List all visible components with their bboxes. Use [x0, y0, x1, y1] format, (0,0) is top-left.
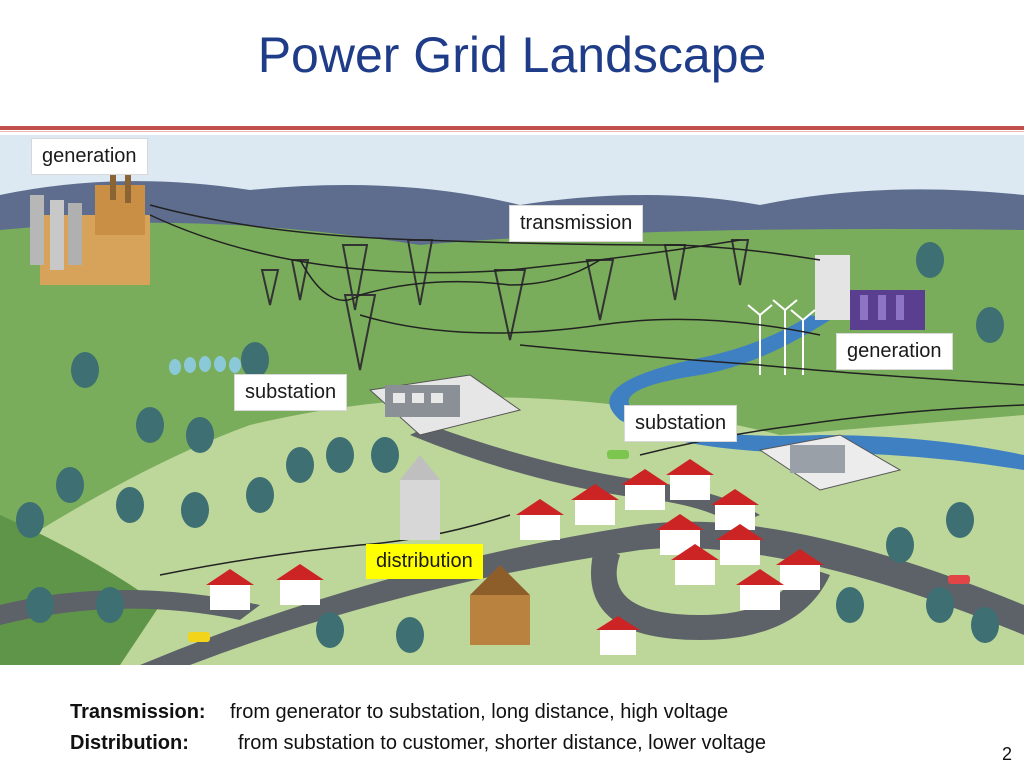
- substation-right: [758, 434, 902, 491]
- caption-row-transmission: Transmission: from generator to substatio…: [70, 697, 766, 728]
- tree-row: [169, 356, 241, 375]
- label-distribution: distribution: [366, 544, 483, 579]
- road-loop: [590, 545, 830, 640]
- title-divider-thin: [0, 131, 1024, 132]
- houses: [206, 459, 824, 655]
- caption-term: Transmission:: [70, 701, 206, 723]
- car-red: [948, 575, 970, 584]
- caption-text: from generator to substation, long dista…: [230, 701, 729, 723]
- coal-power-plant: [30, 170, 150, 285]
- caption-text: from substation to customer, shorter dis…: [238, 732, 767, 754]
- caption: Transmission: from generator to substatio…: [70, 697, 766, 759]
- substation-left: [368, 374, 522, 436]
- caption-row-distribution: Distribution: from substation to customer…: [70, 728, 766, 759]
- trees: [16, 242, 1004, 653]
- slide-title: Power Grid Landscape: [257, 27, 767, 83]
- label-transmission: transmission: [510, 206, 643, 241]
- car-yellow: [188, 632, 210, 642]
- car-green: [607, 450, 629, 459]
- hydro-dam: [815, 255, 925, 330]
- church: [400, 455, 530, 645]
- page-number: 2: [1001, 744, 1012, 764]
- label-substation-right: substation: [625, 406, 737, 441]
- power-lines: [149, 204, 1024, 576]
- road-left: [0, 590, 260, 625]
- caption-term: Distribution:: [70, 732, 189, 754]
- label-generation-left: generation: [32, 139, 147, 174]
- label-generation-right: generation: [837, 334, 952, 369]
- grass-dark-patch: [0, 515, 160, 665]
- label-substation-left: substation: [235, 375, 347, 410]
- title-divider: [0, 126, 1024, 130]
